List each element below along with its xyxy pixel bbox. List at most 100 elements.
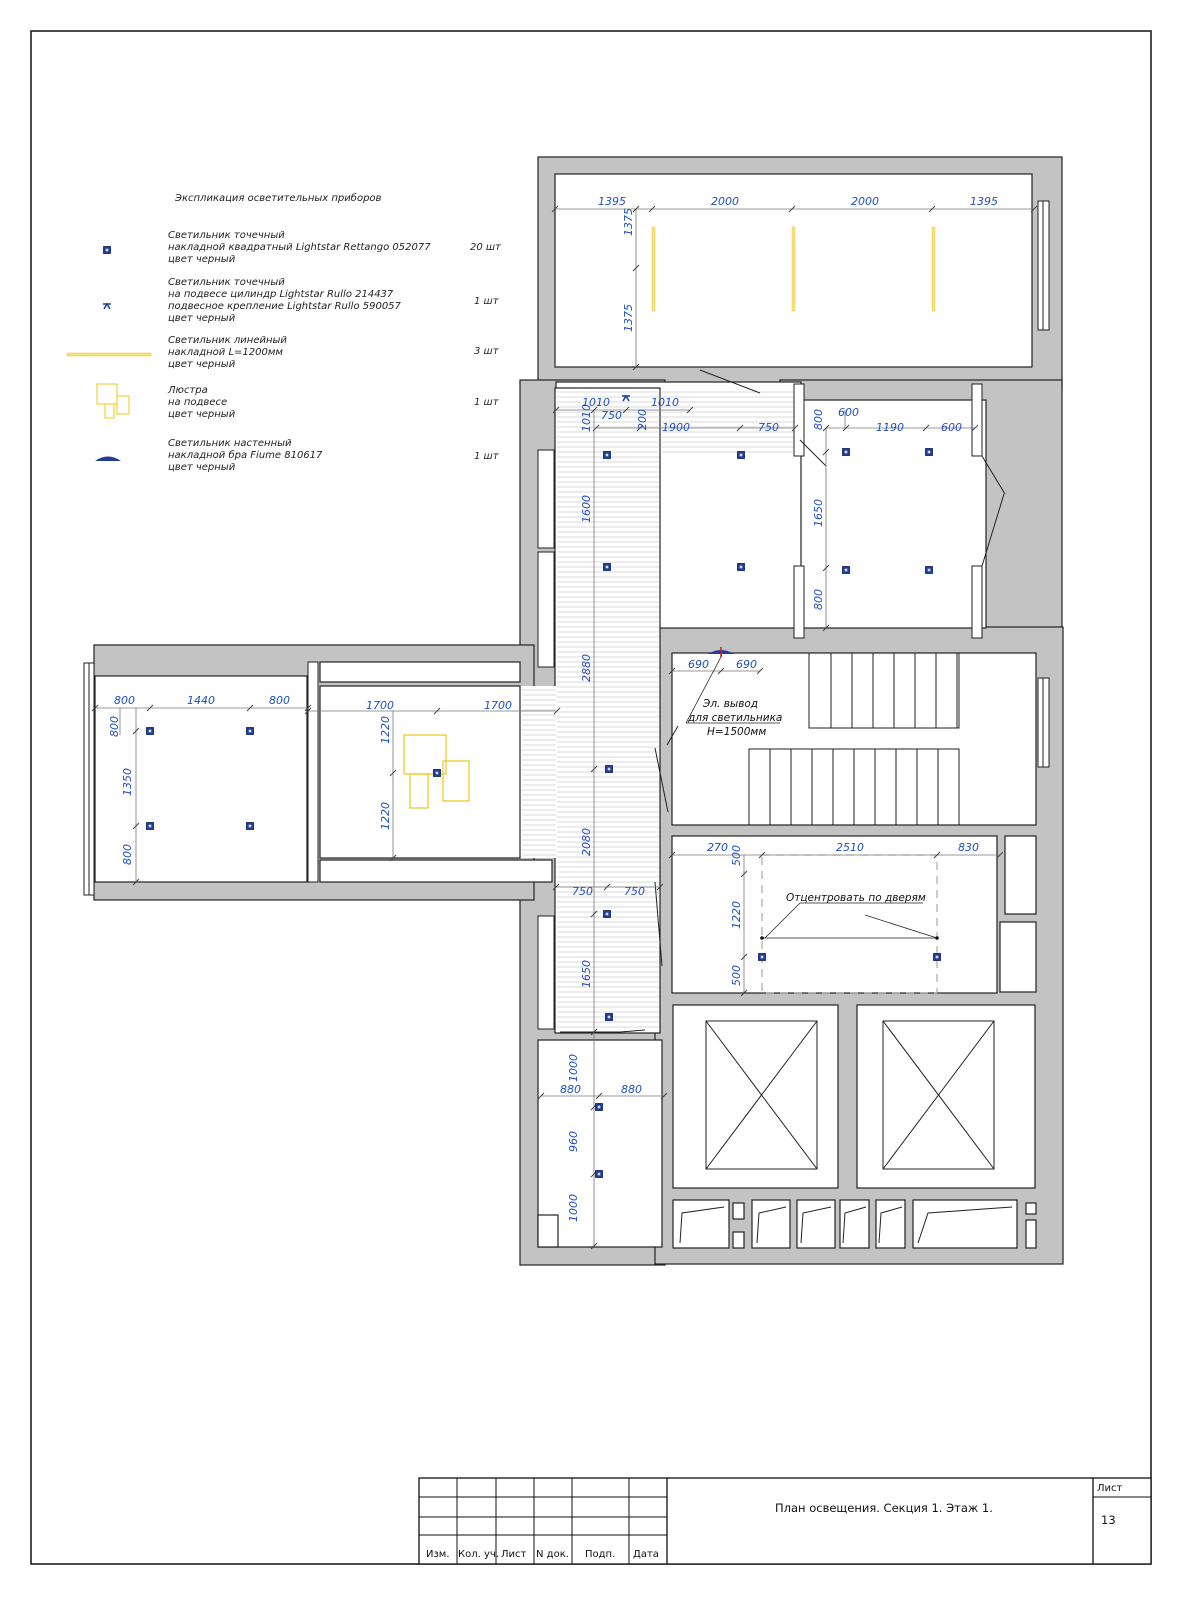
tb-header-data: Дата — [633, 1549, 659, 1560]
dim-200: 200 — [636, 409, 649, 430]
square-spotlight-15 — [605, 1013, 613, 1021]
legend-item-4-qty: 1 шт — [474, 397, 500, 408]
dim-2000-a: 2000 — [711, 195, 739, 208]
square-spotlight-9 — [146, 727, 154, 735]
tb-sheet-label: Лист — [1097, 1483, 1123, 1494]
dim-800-v-c: 800 — [108, 716, 121, 737]
legend-item-2-line-4: цвет черный — [168, 313, 236, 324]
square-spotlight-11 — [146, 822, 154, 830]
wall-sconce-icon — [95, 456, 121, 461]
square-spotlight-1 — [603, 451, 611, 459]
legend-item-1-line-1: Светильник точечный — [168, 230, 285, 241]
legend-item-3-line-1: Светильник линейный — [168, 335, 287, 346]
dim-880-b: 880 — [621, 1083, 642, 1096]
tb-header-kol: Кол. уч. — [458, 1549, 499, 1560]
dim-1000-a: 1000 — [567, 1054, 580, 1082]
dim-960: 960 — [567, 1131, 580, 1152]
vestibule — [799, 399, 987, 629]
square-spotlight-17 — [933, 953, 941, 961]
legend-item-2-qty: 1 шт — [474, 296, 500, 307]
dim-1700-b: 1700 — [484, 699, 512, 712]
dim-750-c: 750 — [572, 885, 593, 898]
dim-1375-b: 1375 — [622, 304, 635, 332]
dim-1010-b: 1010 — [651, 396, 679, 409]
legend-item-5-line-3: цвет черный — [168, 462, 236, 473]
dim-1650-a: 1650 — [812, 499, 825, 527]
tb-header-ndok: N док. — [536, 1549, 569, 1560]
legend-item-5-line-2: накладной бра Fiume 810617 — [168, 449, 323, 461]
center-doors-note: Отцентровать по дверям — [786, 892, 926, 904]
dim-800-v-b: 800 — [812, 589, 825, 610]
tb-header-izm: Изм. — [426, 1549, 450, 1560]
left-room — [94, 675, 308, 883]
dim-2510: 2510 — [836, 841, 864, 854]
dimension-lines — [91, 205, 1038, 1250]
rooms — [94, 173, 1037, 1249]
elevator-crosses — [705, 1020, 995, 1170]
dim-1395-a: 1395 — [598, 195, 626, 208]
legend-item-4-line-1: Люстра — [167, 385, 208, 396]
dim-1900: 1900 — [662, 421, 690, 434]
dim-1010-v: 1010 — [580, 404, 593, 432]
dim-1350: 1350 — [121, 768, 134, 796]
dimension-labels: 1395 2000 2000 1395 1375 1375 1010 1010 … — [108, 195, 998, 1222]
dim-1010-a: 1010 — [582, 396, 610, 409]
dim-800-h-a: 800 — [114, 694, 135, 707]
square-spotlight-12 — [246, 822, 254, 830]
linear-light-icon — [66, 352, 152, 357]
square-spotlight-20 — [433, 769, 441, 777]
dim-500-b: 500 — [730, 965, 743, 986]
legend-title: Экспликация осветительных приборов — [174, 192, 382, 204]
legend-item-2-line-2: на подвесе цилиндр Lightstar Rullo 21443… — [168, 289, 394, 300]
legend-item-3-qty: 3 шт — [474, 346, 500, 357]
square-spotlight-2 — [737, 451, 745, 459]
dim-750-b: 750 — [758, 421, 779, 434]
dim-1650-b: 1650 — [580, 960, 593, 988]
dim-1600: 1600 — [580, 495, 593, 523]
dim-750-d: 750 — [624, 885, 645, 898]
title-block: Изм. Кол. уч. Лист N док. Подп. Дата Пла… — [418, 1477, 1152, 1565]
legend-item-1-line-2: накладной квадратный Lightstar Rettango … — [168, 242, 431, 253]
tb-header-podp: Подп. — [585, 1549, 615, 1560]
dim-600-a: 600 — [838, 406, 859, 419]
legend-item-2-line-1: Светильник точечный — [168, 277, 285, 288]
dim-2880: 2880 — [580, 654, 593, 682]
corridor — [554, 387, 661, 1034]
dim-1220-a: 1220 — [379, 716, 392, 744]
square-spotlight-3 — [842, 448, 850, 456]
bottom-left-room — [537, 1039, 663, 1248]
dim-600-b: 600 — [941, 421, 962, 434]
dim-2080: 2080 — [580, 828, 593, 856]
doors — [560, 369, 1006, 1033]
dim-1700-a: 1700 — [366, 699, 394, 712]
dim-690-b: 690 — [736, 658, 757, 671]
elevator-shaft-1 — [672, 1004, 839, 1189]
square-spotlight-5 — [603, 563, 611, 571]
legend-item-5-qty: 1 шт — [474, 451, 500, 462]
legend-item-1-line-3: цвет черный — [168, 254, 236, 265]
pendant-spotlight — [622, 394, 630, 402]
chandelier-icon — [96, 383, 130, 419]
dim-1395-b: 1395 — [970, 195, 998, 208]
legend-item-3-line-2: накладной L=1200мм — [168, 347, 283, 358]
square-spotlight-18 — [595, 1103, 603, 1111]
lift-lobby — [671, 835, 998, 994]
legend-item-1-qty: 20 шт — [470, 242, 502, 253]
square-spotlight-7 — [842, 566, 850, 574]
square-spotlight-13 — [605, 765, 613, 773]
dim-1190: 1190 — [876, 421, 904, 434]
dim-1375-a: 1375 — [622, 208, 635, 236]
elevator-shaft-2 — [856, 1004, 1036, 1189]
dim-1220-c: 1220 — [730, 901, 743, 929]
legend-item-3-line-3: цвет черный — [168, 359, 236, 370]
square-spotlight-8 — [925, 566, 933, 574]
dim-800-v-d: 800 — [121, 844, 134, 865]
staircase — [748, 652, 960, 826]
dim-1440: 1440 — [187, 694, 215, 707]
tb-header-list: Лист — [501, 1549, 527, 1560]
dim-800-h-b: 800 — [269, 694, 290, 707]
dim-830: 830 — [958, 841, 979, 854]
square-spotlight-16 — [758, 953, 766, 961]
square-spotlight-icon — [103, 246, 111, 254]
